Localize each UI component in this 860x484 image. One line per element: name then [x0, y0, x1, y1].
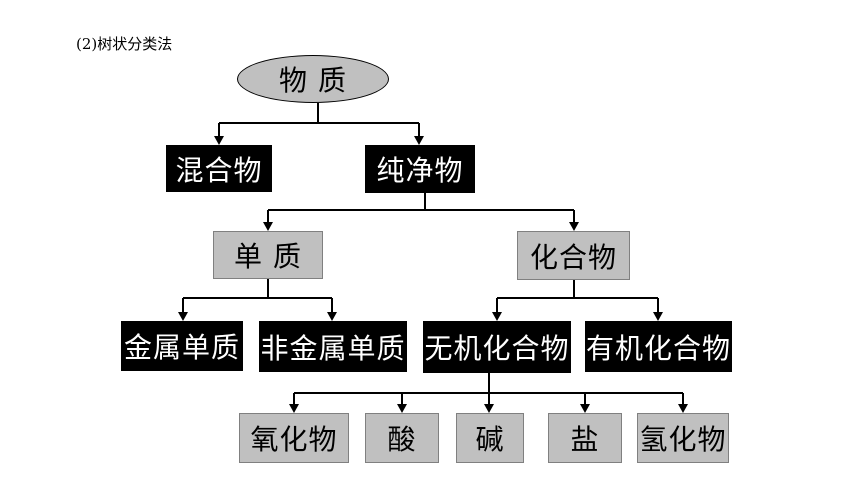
section-heading: (2)树状分类法	[76, 35, 173, 53]
node-hydride: 氢化物	[637, 413, 729, 463]
node-base: 碱	[456, 413, 524, 463]
node-metal-element: 金属单质	[121, 321, 243, 371]
node-organic-compound: 有机化合物	[585, 321, 732, 372]
node-nonmetal-element: 非金属单质	[259, 321, 407, 372]
node-acid: 酸	[365, 413, 439, 463]
node-compound: 化合物	[517, 231, 630, 280]
node-mixture: 混合物	[166, 145, 272, 192]
node-element: 单 质	[213, 231, 323, 279]
node-salt: 盐	[548, 413, 622, 463]
node-inorganic-compound: 无机化合物	[423, 321, 571, 373]
node-pure-substance: 纯净物	[365, 145, 475, 193]
node-matter: 物 质	[237, 55, 389, 103]
node-oxide: 氧化物	[239, 413, 349, 463]
